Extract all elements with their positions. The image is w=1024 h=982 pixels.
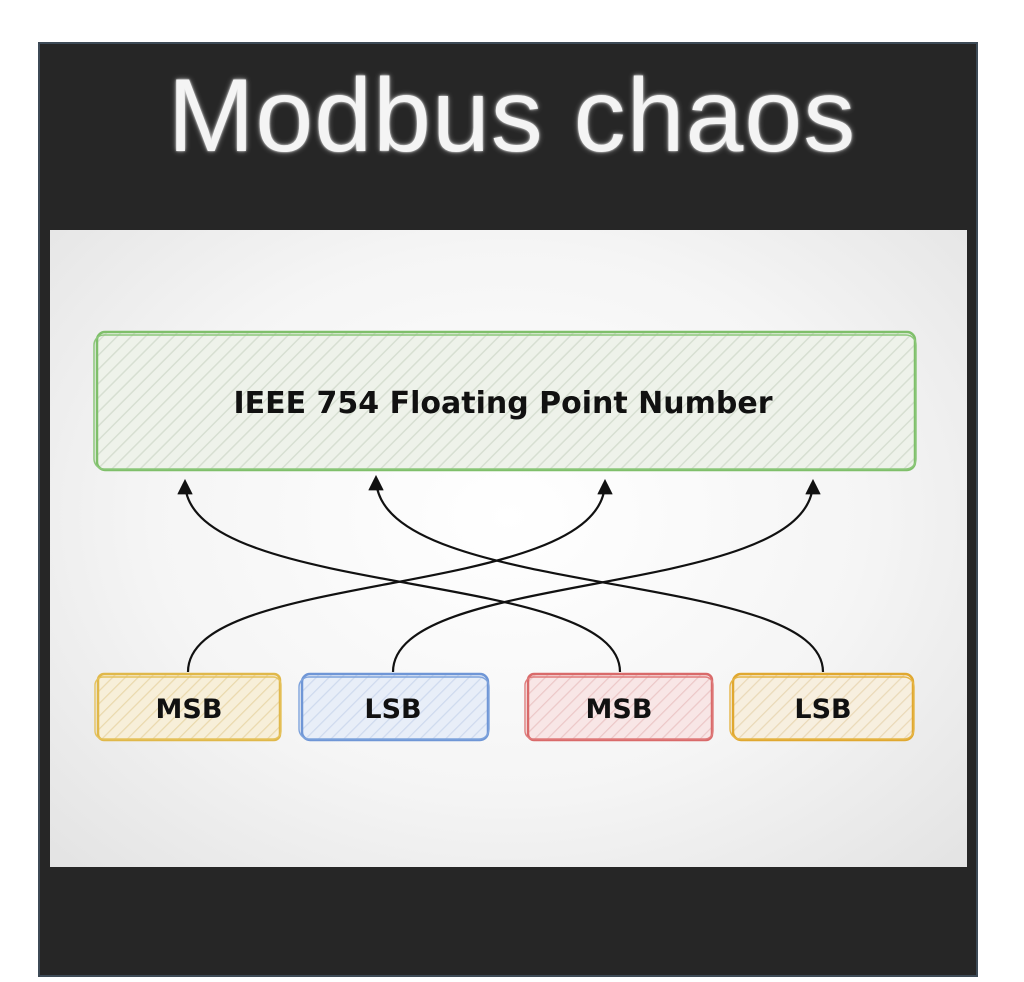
byte-box-2-label: LSB [364,694,421,725]
connectors [177,474,825,673]
byte-box-1-outline [94,676,282,740]
byte-box-4-label: LSB [794,694,851,725]
byte-box-4-outline [729,676,915,740]
byte-box-4-fill [731,672,915,742]
byte-box-3-outline [524,676,714,740]
byte-box-3: MSB [524,672,714,742]
top-box-outline [93,334,917,470]
byte-box-1-fill [96,672,282,742]
top-box-label: IEEE 754 Floating Point Number [233,386,772,421]
connector-msb2 [177,478,622,673]
connector-msb1 [186,478,613,673]
top-box-fill [95,330,917,472]
byte-box-1-label: MSB [156,694,223,725]
top-box: IEEE 754 Floating Point Number [93,330,917,472]
byte-box-3-label: MSB [586,694,653,725]
page-title: Modbus chaos [167,58,857,174]
byte-box-4: LSB [729,672,915,742]
connector-lsb1 [391,478,821,673]
byte-box-3-fill [526,672,714,742]
connector-lsb2 [368,474,825,673]
byte-box-1: MSB [94,672,282,742]
byte-box-2-fill [300,672,490,742]
byte-box-2-outline [298,676,490,740]
byte-box-2: LSB [298,672,490,742]
